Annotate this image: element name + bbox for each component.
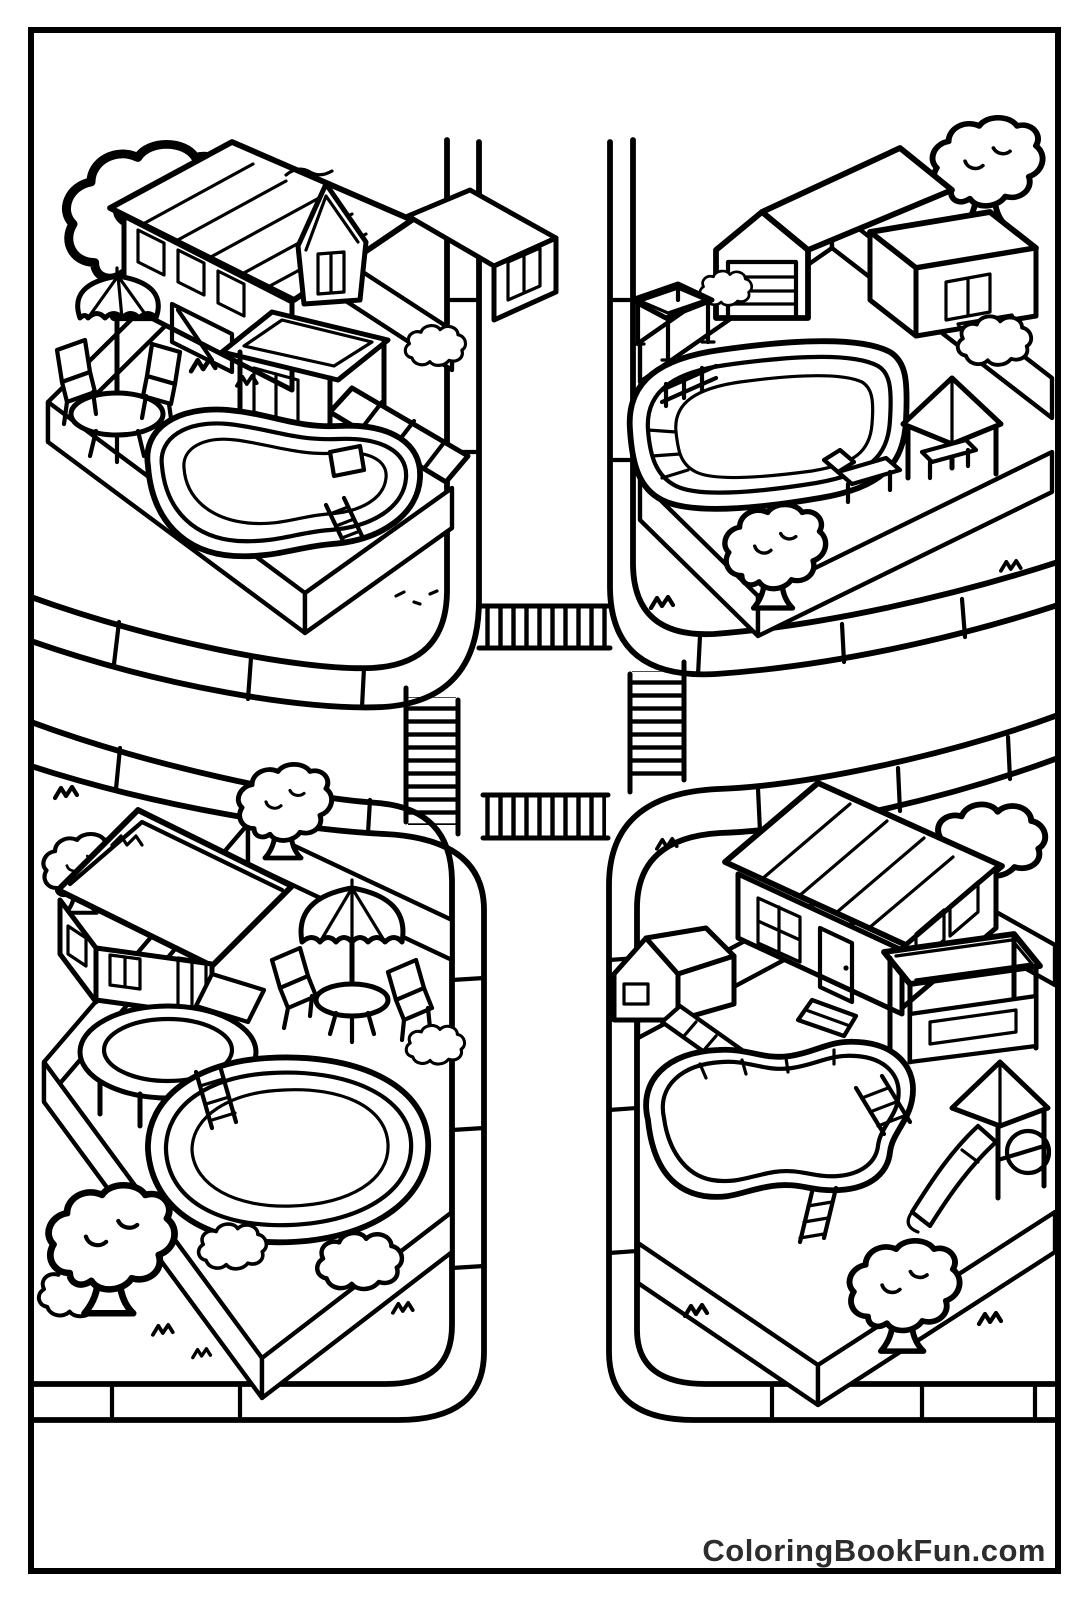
crosswalk-south [480, 792, 611, 841]
bush-icon [403, 323, 468, 367]
curb-bottom-right-block [606, 712, 1061, 1423]
rect-pool [626, 338, 910, 512]
grass-tuft [191, 1347, 213, 1360]
gazebo [900, 375, 1004, 481]
grass-tuft [651, 597, 673, 608]
playhouse [611, 925, 745, 1069]
grass-tuft [655, 837, 679, 851]
pool-rail [659, 363, 719, 409]
bottom-left-yard [39, 764, 467, 1360]
top-left-yard [54, 139, 559, 606]
grass-tuft [391, 1301, 415, 1315]
umbrella-icon [75, 266, 161, 405]
small-house [55, 807, 295, 1019]
slide [906, 1123, 999, 1234]
bush-icon [404, 1023, 467, 1066]
curb-top-right-block [607, 137, 1061, 678]
kidney-pool [144, 406, 423, 560]
umbrella-icon [298, 878, 406, 991]
grass-tuft [191, 359, 215, 371]
flat-shed [867, 209, 1039, 341]
street-network [28, 137, 1061, 1423]
pool-step [327, 443, 367, 479]
chair-left [269, 945, 319, 1031]
play-tower [906, 1059, 1052, 1234]
house-gable [295, 181, 369, 307]
top-right-yard [626, 118, 1043, 608]
bush-icon [955, 314, 1034, 367]
round-table [313, 981, 391, 1019]
pebbles [394, 589, 439, 606]
page-border [28, 27, 1061, 1574]
crosswalk-west [403, 685, 461, 837]
grass-tuft [55, 787, 77, 798]
bush-icon [317, 1233, 402, 1289]
grass-tuft [151, 1323, 175, 1337]
grass-tuft [979, 1313, 1001, 1324]
door-steps [795, 997, 859, 1039]
pool-ladder-icon [797, 1185, 839, 1245]
side-table [629, 281, 716, 363]
site-watermark: ColoringBookFun.com [702, 1533, 1046, 1568]
bottom-right-yard [611, 780, 1052, 1351]
house [722, 780, 1005, 1039]
lounger [821, 447, 903, 505]
chair-right [385, 957, 435, 1043]
pool-ladder-icon [323, 495, 365, 546]
pool-ladder-icon [853, 1073, 913, 1137]
patio-set [269, 878, 435, 1045]
curb-top-left-block [28, 137, 482, 711]
oval-pool [145, 1054, 431, 1246]
two-story-house [107, 139, 559, 453]
crosswalk-north [476, 603, 613, 651]
chair-left [54, 337, 99, 427]
grass-tuft [999, 559, 1023, 573]
freeform-pool [643, 1038, 916, 1245]
pergola-shed [881, 931, 1043, 1065]
crosswalk-east [627, 659, 687, 795]
bush-icon [196, 1222, 269, 1271]
pool-ladder-icon [193, 1063, 239, 1131]
